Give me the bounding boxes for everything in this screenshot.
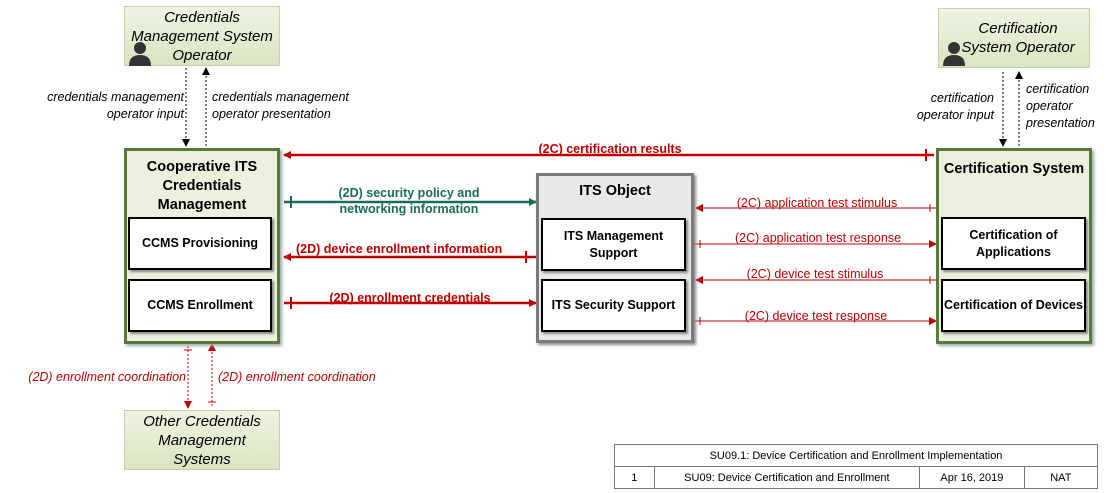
enroll-coord-right-label: (2D) enrollment coordination bbox=[218, 370, 376, 384]
other-ccms-label: Other Credentials Management Systems bbox=[143, 412, 261, 468]
dev-response-label: (2C) device test response bbox=[744, 309, 888, 323]
cert-apps-label: Certification of Applications bbox=[969, 227, 1058, 259]
ccms-input-label: credentials management operator input bbox=[47, 90, 184, 121]
app-response-label: (2C) application test response bbox=[734, 231, 902, 245]
cert-input-label: certification operator input bbox=[916, 91, 994, 122]
diagram-author: NAT bbox=[1023, 466, 1099, 489]
its-security-box[interactable]: ITS Security Support bbox=[541, 279, 686, 332]
dev-stimulus-label: (2C) device test stimulus bbox=[746, 267, 884, 281]
cert-operator-actor: Certification System Operator bbox=[938, 8, 1090, 68]
cert-devices-label: Certification of Devices bbox=[944, 298, 1083, 312]
ccms-presentation-label: credentials management operator presenta… bbox=[212, 90, 349, 121]
cert-operator-label: Certification System Operator bbox=[961, 20, 1075, 56]
title-block: SU09.1: Device Certification and Enrollm… bbox=[614, 444, 1099, 489]
diagram-date: Apr 16, 2019 bbox=[919, 466, 1025, 489]
diagram-name: SU09: Device Certification and Enrollmen… bbox=[653, 466, 921, 489]
security-policy-label: (2D) security policy and networking info… bbox=[338, 186, 480, 216]
ccms-operator-actor: Credentials Management System Operator bbox=[124, 6, 280, 66]
ccms-title: Cooperative ITS Credentials Management bbox=[146, 159, 258, 213]
diagram-number: 1 bbox=[614, 466, 655, 489]
cert-presentation-label: certification operator presentation bbox=[1026, 82, 1095, 130]
ccms-provisioning-label: CCMS Provisioning bbox=[142, 236, 258, 250]
its-mgmt-box[interactable]: ITS Management Support bbox=[541, 218, 686, 271]
cert-system-title: Certification System bbox=[943, 161, 1085, 177]
ccms-operator-label: Credentials Management System Operator bbox=[131, 8, 273, 64]
person-icon bbox=[129, 42, 151, 66]
app-stimulus-label: (2C) application test stimulus bbox=[736, 196, 898, 210]
other-ccms-actor: Other Credentials Management Systems bbox=[124, 410, 280, 470]
person-icon bbox=[943, 42, 965, 66]
ccms-enrollment-label: CCMS Enrollment bbox=[147, 298, 253, 312]
its-security-label: ITS Security Support bbox=[551, 298, 676, 312]
cert-results-label: (2C) certification results bbox=[538, 142, 682, 156]
diagram-title: SU09.1: Device Certification and Enrollm… bbox=[614, 444, 1098, 467]
enroll-coord-left-label: (2D) enrollment coordination bbox=[28, 370, 186, 384]
ccms-enrollment-box[interactable]: CCMS Enrollment bbox=[128, 279, 272, 332]
cert-devices-box[interactable]: Certification of Devices bbox=[941, 279, 1086, 332]
enroll-creds-label: (2D) enrollment credentials bbox=[329, 291, 491, 305]
device-enroll-label: (2D) device enrollment information bbox=[296, 242, 503, 256]
its-object-title: ITS Object bbox=[579, 183, 651, 199]
cert-apps-box[interactable]: Certification of Applications bbox=[941, 217, 1086, 270]
ccms-provisioning-box[interactable]: CCMS Provisioning bbox=[128, 217, 272, 270]
its-mgmt-label: ITS Management Support bbox=[563, 228, 664, 260]
